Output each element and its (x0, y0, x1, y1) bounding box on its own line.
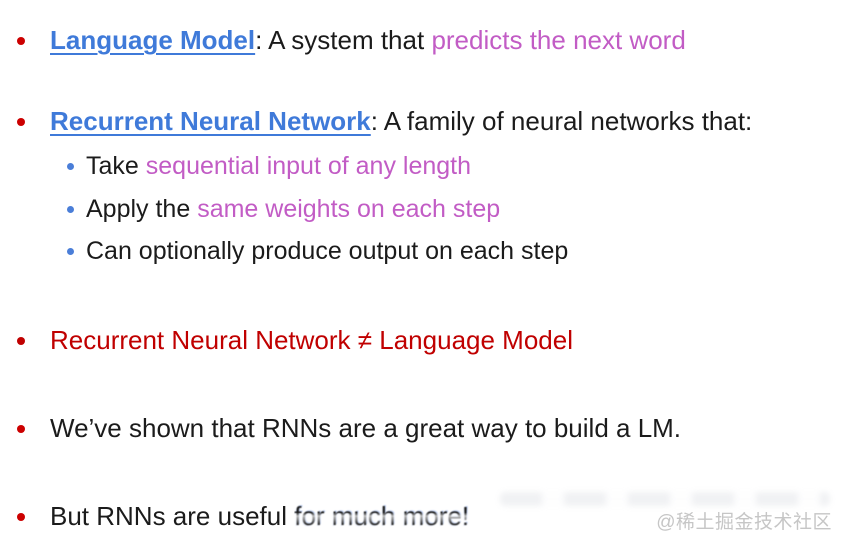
sub-bullet-dot (67, 163, 74, 170)
bullet-rnn-not-equal-lm: Recurrent Neural Network ≠ Language Mode… (0, 324, 841, 357)
sub-bullet-dot (67, 206, 74, 213)
sub-bullet-same-weights: Apply the same weights on each step (0, 194, 841, 225)
sub-bullet-text: Take sequential input of any length (86, 151, 841, 182)
bullet-dot (17, 37, 25, 45)
plain-text: Apply the (86, 195, 198, 223)
sub-bullet-dot (67, 248, 74, 255)
bullet-language-model: Language Model: A system that predicts t… (0, 24, 841, 57)
bullet-text: Language Model: A system that predicts t… (50, 24, 841, 57)
ghosted-text: for much more! (294, 501, 470, 531)
plain-text: : A family of neural networks that: (370, 106, 753, 136)
bullet-dot (17, 118, 25, 126)
highlight-text: predicts the next word (431, 25, 686, 55)
sub-bullet-text: Apply the same weights on each step (86, 194, 841, 225)
plain-text: Take (86, 152, 146, 180)
bullet-dot (17, 425, 25, 433)
bullet-rnn: Recurrent Neural Network: A family of ne… (0, 105, 841, 138)
rnn-link[interactable]: Recurrent Neural Network (50, 106, 371, 136)
bullet-dot (17, 513, 25, 521)
bullet-text: Recurrent Neural Network: A family of ne… (50, 105, 841, 138)
highlight-text: same weights on each step (197, 195, 501, 223)
language-model-link[interactable]: Language Model (50, 25, 256, 55)
sub-bullet-text: Can optionally produce output on each st… (86, 237, 569, 265)
bullet-dot (17, 337, 25, 345)
watermark: @稀土掘金技术社区 (656, 512, 832, 533)
bullet-text: Recurrent Neural Network ≠ Language Mode… (50, 325, 573, 355)
highlight-text: sequential input of any length (145, 152, 472, 180)
bullet-rnns-useful: But RNNs are useful for much more! (0, 500, 841, 533)
sub-bullet-sequential-input: Take sequential input of any length (0, 151, 841, 182)
ghost-artifact (500, 492, 830, 506)
sub-bullet-optional-output: Can optionally produce output on each st… (0, 236, 841, 267)
bullet-text: But RNNs are useful for much more! (50, 500, 841, 533)
plain-text: : A system that (255, 25, 432, 55)
bullet-rnns-build-lm: We’ve shown that RNNs are a great way to… (0, 412, 841, 445)
plain-text: But RNNs are useful (50, 501, 295, 531)
bullet-text: We’ve shown that RNNs are a great way to… (50, 413, 682, 443)
